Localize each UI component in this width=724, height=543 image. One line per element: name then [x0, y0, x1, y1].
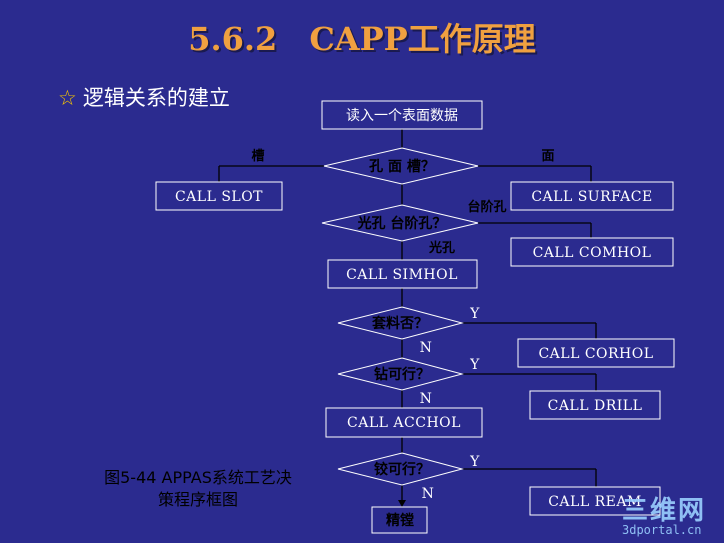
subtitle-text: 逻辑关系的建立: [82, 86, 230, 110]
call-surface-label: CALL SURFACE: [531, 189, 652, 205]
call-drill-label: CALL DRILL: [548, 398, 643, 414]
end-node-label: 精镗: [386, 512, 414, 529]
decision-hole-type: 光孔 台阶孔？: [321, 204, 479, 242]
call-ream-node: CALL REAM: [529, 486, 661, 516]
start-node: 读入一个表面数据: [321, 100, 483, 130]
slide-subtitle: ☆逻辑关系的建立: [58, 82, 230, 112]
figure-caption: 图5-44 APPAS系统工艺决 策程序框图: [78, 467, 318, 511]
yes-label-2: Y: [469, 357, 480, 373]
call-simhol-label: CALL SIMHOL: [346, 267, 458, 283]
no-label-2: N: [420, 391, 433, 407]
watermark-logo: 三维网 3dportal.cn: [622, 490, 722, 540]
call-corhol-label: CALL CORHOL: [538, 346, 653, 362]
call-simhol-node: CALL SIMHOL: [327, 259, 478, 289]
star-icon: ☆: [58, 86, 77, 110]
branch-stepped-hole-label: 台阶孔: [467, 199, 506, 215]
slide-title: 5.6.2 CAPP工作原理: [188, 20, 536, 58]
decision-drill-feasible-label: 钻可行？: [374, 366, 430, 383]
watermark-url: 3dportal.cn: [622, 523, 702, 537]
start-node-label: 读入一个表面数据: [346, 107, 458, 124]
yes-label-3: Y: [469, 454, 480, 470]
call-slot-node: CALL SLOT: [155, 181, 283, 211]
decision-ream-feasible: 铰可行？: [337, 452, 464, 486]
decision-hole-face-slot: 孔 面 槽？: [323, 147, 479, 185]
call-surface-node: CALL SURFACE: [510, 181, 674, 211]
decision-hole-type-label: 光孔 台阶孔？: [357, 215, 447, 232]
branch-face-label: 面: [541, 149, 554, 164]
decision-drill-feasible: 钻可行？: [337, 357, 464, 391]
call-acchol-label: CALL ACCHOL: [347, 415, 461, 431]
call-comhol-label: CALL COMHOL: [533, 245, 652, 261]
branch-plain-hole-label: 光孔: [428, 240, 455, 256]
decision-hole-face-slot-label: 孔 面 槽？: [369, 158, 435, 175]
call-drill-node: CALL DRILL: [529, 390, 661, 420]
call-acchol-node: CALL ACCHOL: [325, 407, 483, 438]
call-corhol-node: CALL CORHOL: [517, 338, 675, 368]
yes-label-1: Y: [469, 306, 480, 322]
branch-slot-label: 槽: [251, 148, 264, 164]
no-label-1: N: [420, 340, 433, 356]
decision-core-drill-label: 套料否？: [372, 315, 428, 332]
decision-ream-feasible-label: 铰可行？: [374, 461, 430, 478]
call-comhol-node: CALL COMHOL: [510, 237, 674, 267]
decision-core-drill: 套料否？: [337, 306, 464, 340]
no-label-3: N: [422, 486, 435, 502]
caption-line-2: 策程序框图: [157, 490, 238, 509]
watermark-text: 三维网: [622, 496, 707, 526]
call-slot-label: CALL SLOT: [175, 189, 263, 205]
caption-line-1: 图5-44 APPAS系统工艺决: [104, 468, 292, 487]
end-node: 精镗: [371, 506, 428, 534]
call-ream-label: CALL REAM: [548, 494, 642, 510]
flow-connectors: [218, 129, 597, 507]
